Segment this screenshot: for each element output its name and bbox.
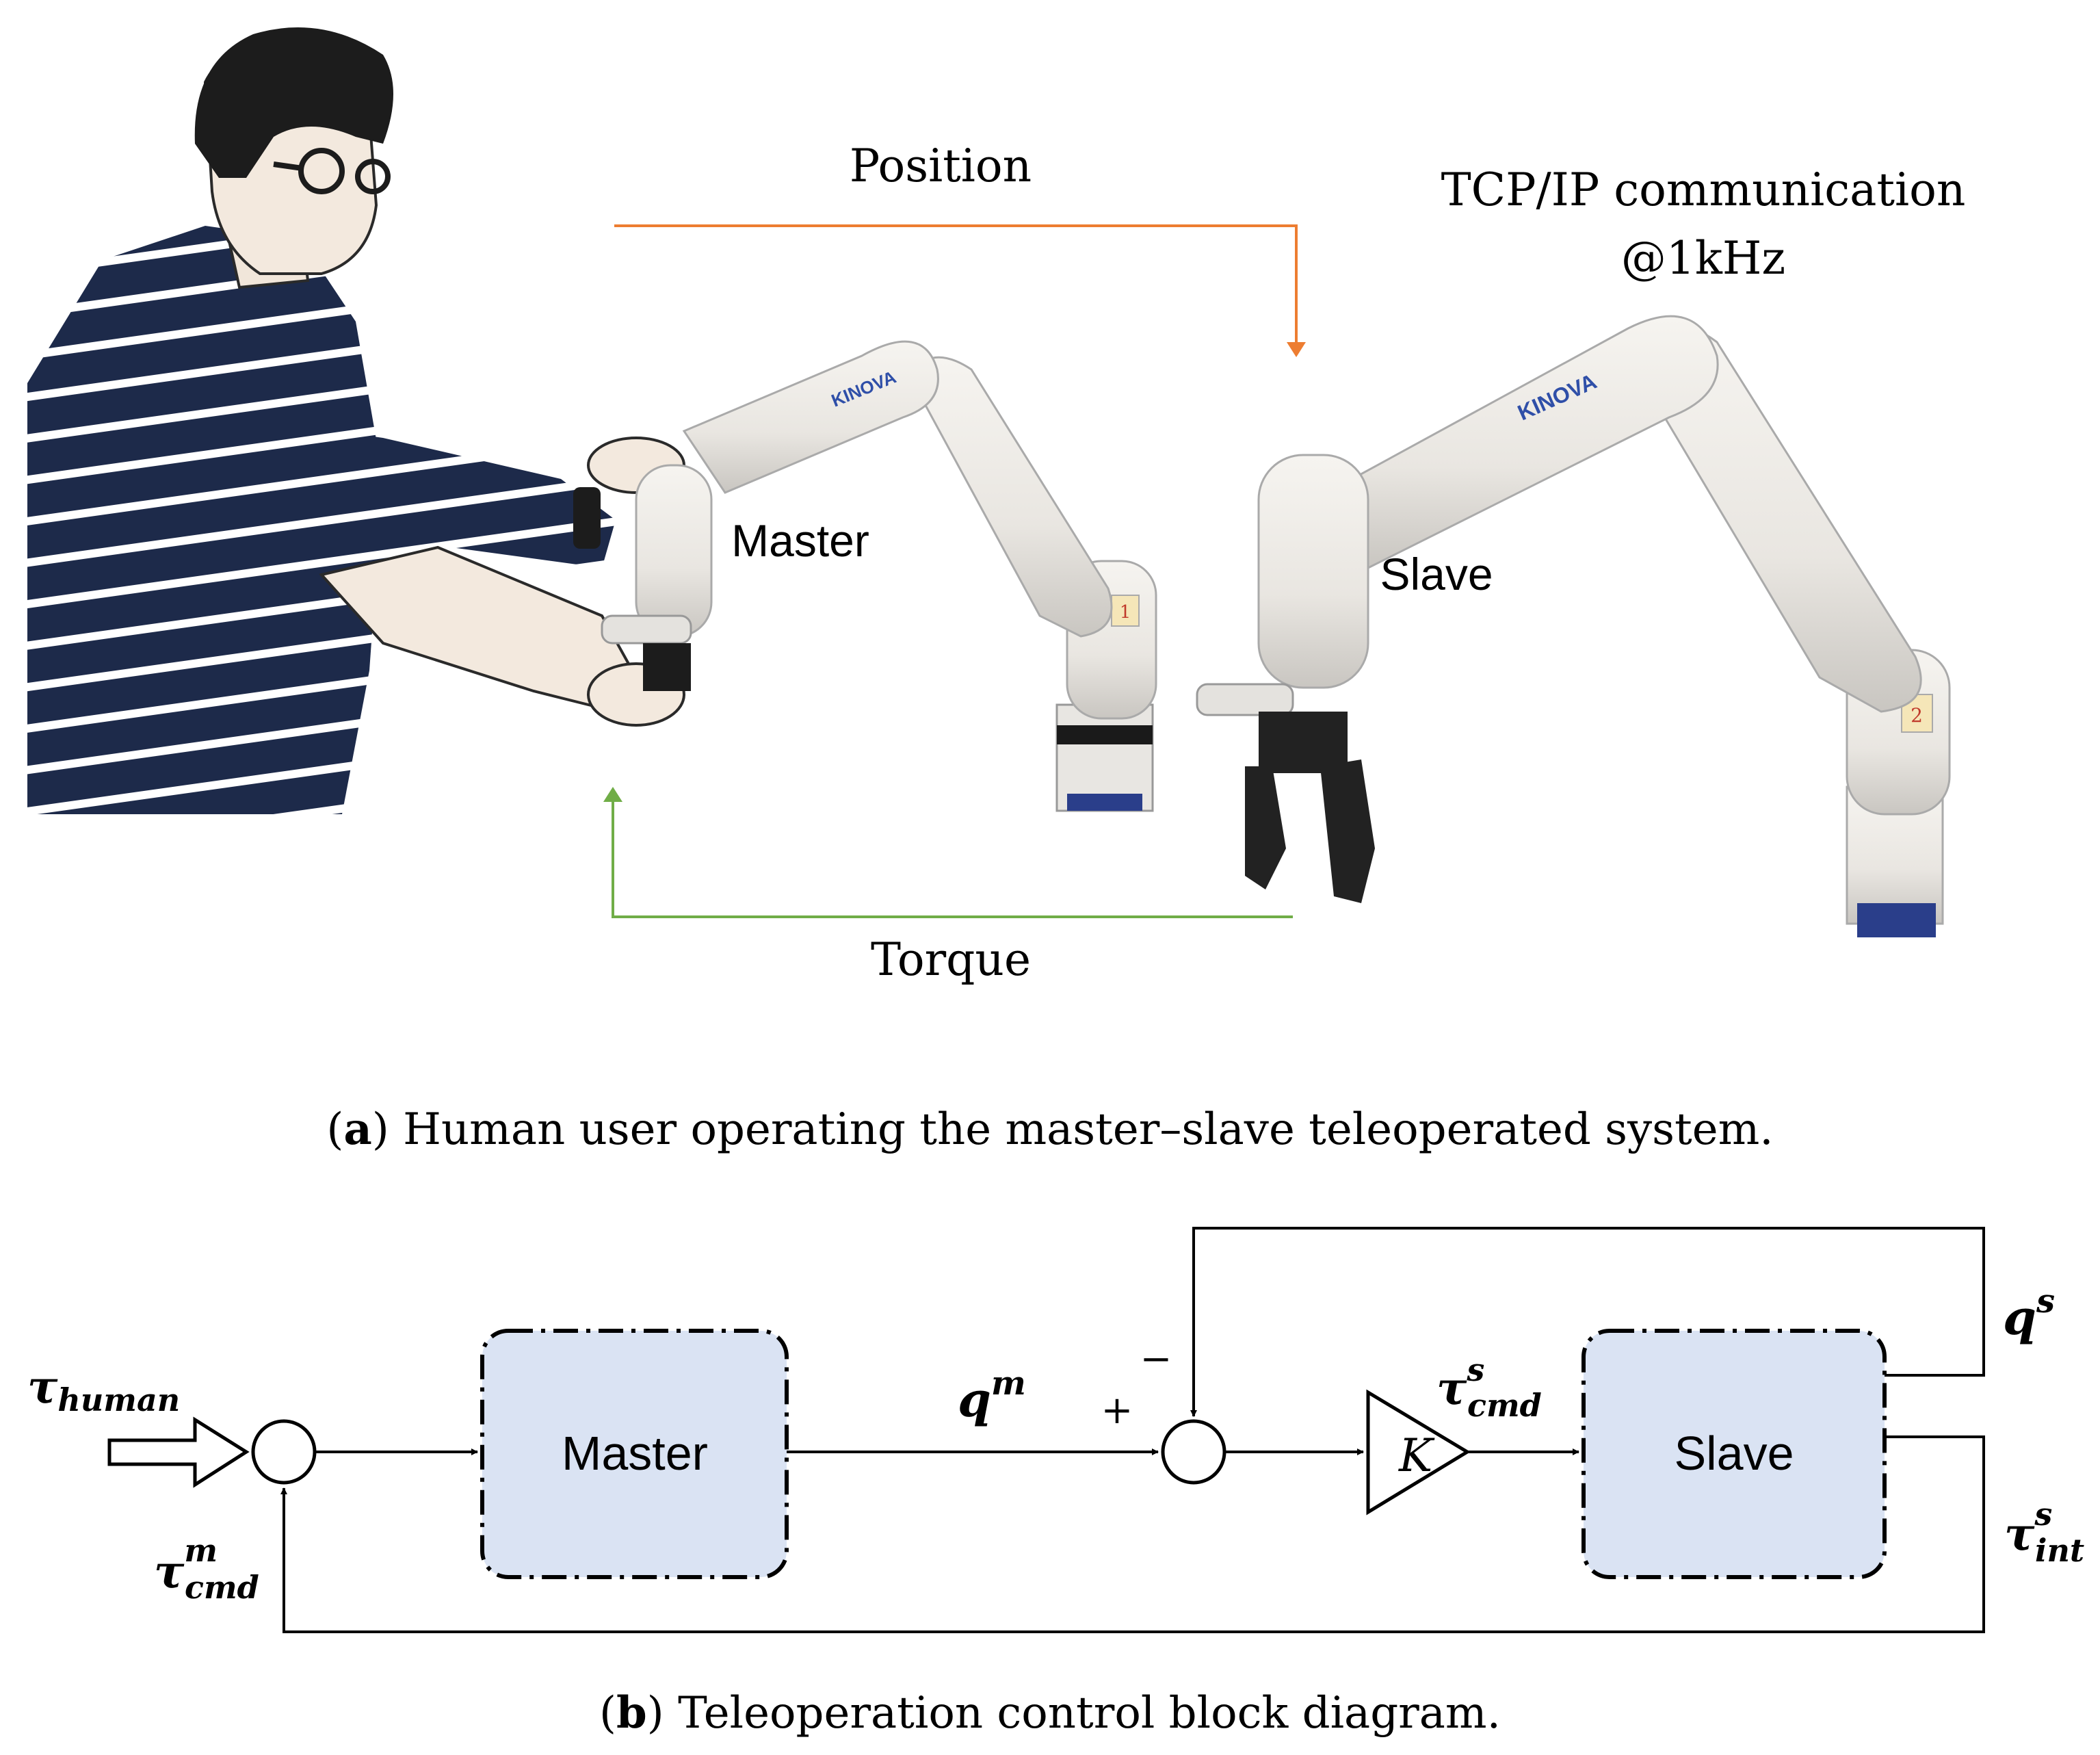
slave-block-label: Slave: [1674, 1427, 1794, 1480]
master-joint-label: 1: [1120, 602, 1131, 623]
signal-lines: [280, 1227, 1985, 1633]
slave-robot-arm: 2 KINOVA: [1196, 315, 1951, 937]
master-gripper: [643, 643, 691, 691]
position-arrow: [614, 224, 1306, 357]
position-label: Position: [850, 140, 1032, 192]
human-input-arrow: [107, 1416, 250, 1488]
glasses-icon: [273, 148, 391, 194]
tau-int-feedback-line: [280, 1435, 1985, 1633]
master-wrist-upper: [635, 464, 713, 638]
minus-sign: −: [1140, 1337, 1172, 1381]
q-m-label: qm: [958, 1364, 1026, 1428]
tau-cmd-m-sub: cmd: [185, 1569, 259, 1606]
panel-a: 1 KINOVA 2 KINOVA Posi: [27, 27, 1965, 1155]
slave-wrist-upper: [1257, 454, 1369, 689]
slave-upper-link: [1325, 315, 1719, 569]
master-base: [1055, 703, 1154, 812]
master-upper-link: [682, 340, 939, 494]
summing-junction-1: [251, 1419, 317, 1485]
gain-block: [1366, 1389, 1471, 1516]
tau-int-s-sub: int: [2035, 1532, 2084, 1569]
master-block-label: Master: [562, 1427, 708, 1480]
slave-block: [1581, 1329, 1887, 1579]
tcp-label-line2: @1kHz: [1621, 232, 1785, 285]
qs-feedback-line: [1190, 1227, 1985, 1417]
slave-gripper-body: [1259, 712, 1348, 773]
master-label: Master: [731, 515, 869, 566]
tau-cmd-s-sub: cmd: [1467, 1387, 1542, 1424]
operator-shirt: [27, 226, 383, 814]
slave-label: Slave: [1380, 549, 1493, 599]
panel-b: Master Slave K + − τhuman τm cmd qm τs c…: [27, 1227, 2084, 1739]
slave-base-bottom: [1857, 903, 1936, 937]
torque-arrow: [603, 787, 1293, 918]
summing-junction-2: [1161, 1419, 1226, 1485]
plus-sign: +: [1101, 1388, 1133, 1433]
caption-a: (a) Human user operating the master–slav…: [326, 1104, 1773, 1155]
master-forearm-link: [908, 356, 1113, 638]
tau-human-label: τhuman: [27, 1360, 180, 1418]
operator-hair: [194, 27, 393, 178]
master-base-bottom: [1067, 794, 1142, 811]
watch-icon: [573, 487, 601, 549]
torque-label: Torque: [871, 933, 1031, 986]
human-operator-illustration: [27, 27, 685, 814]
master-joint-label-tag: [1111, 595, 1140, 627]
slave-side-tray: [1196, 683, 1294, 716]
master-handle: [601, 614, 692, 645]
tau-cmd-m-label: τm: [154, 1532, 218, 1598]
slave-joint-label: 2: [1911, 704, 1923, 727]
caption-b: (b) Teleoperation control block diagram.: [599, 1687, 1501, 1739]
master-block: [480, 1329, 789, 1579]
tcp-label-line1: TCP/IP communication: [1441, 164, 1966, 216]
tau-cmd-s-label: τs: [1436, 1351, 1484, 1415]
gain-block-label: K: [1398, 1429, 1435, 1482]
master-base-band: [1057, 725, 1153, 744]
master-robot-arm: 1 KINOVA: [601, 340, 1157, 812]
slave-gripper-fingers: [1245, 759, 1375, 903]
q-s-label: qs: [2003, 1282, 2055, 1346]
operator-arm: [287, 424, 616, 588]
tau-int-s-label: τs: [2004, 1496, 2052, 1561]
